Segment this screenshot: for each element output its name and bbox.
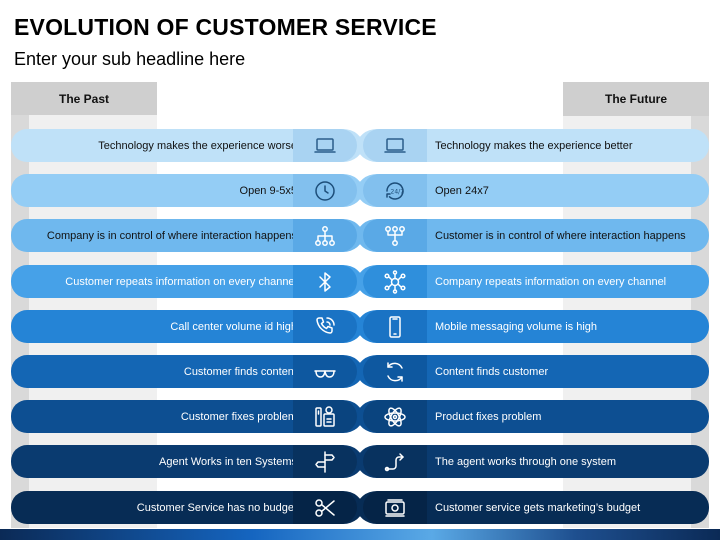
slide-subtitle: Enter your sub headline here bbox=[14, 49, 246, 69]
refresh-icon bbox=[363, 355, 427, 388]
network-icon bbox=[363, 219, 427, 252]
bluetooth-icon bbox=[293, 265, 357, 298]
money-icon bbox=[363, 491, 427, 524]
clock-icon bbox=[293, 174, 357, 207]
laptop-icon bbox=[293, 129, 357, 162]
slide-title: EVOLUTION OF CUSTOMER SERVICE bbox=[14, 14, 437, 40]
svg-text:24/7: 24/7 bbox=[391, 188, 405, 195]
hierarchy-icon bbox=[293, 219, 357, 252]
bottom-accent-bar bbox=[0, 529, 720, 540]
past-header: The Past bbox=[11, 82, 157, 115]
route-icon bbox=[363, 445, 427, 478]
laptop-icon bbox=[363, 129, 427, 162]
glasses-icon bbox=[293, 355, 357, 388]
signpost-icon bbox=[293, 445, 357, 478]
hub-icon bbox=[363, 265, 427, 298]
phone-icon bbox=[293, 310, 357, 343]
comparison-row: Company is in control of where interacti… bbox=[11, 219, 709, 252]
scissors-icon bbox=[293, 491, 357, 524]
future-header: The Future bbox=[563, 82, 709, 116]
clock-24-7-icon: 24/7 bbox=[363, 174, 427, 207]
comparison-row: Customer repeats information on every ch… bbox=[11, 265, 709, 298]
atom-icon bbox=[363, 400, 427, 433]
smartphone-icon bbox=[363, 310, 427, 343]
tools-icon bbox=[293, 400, 357, 433]
